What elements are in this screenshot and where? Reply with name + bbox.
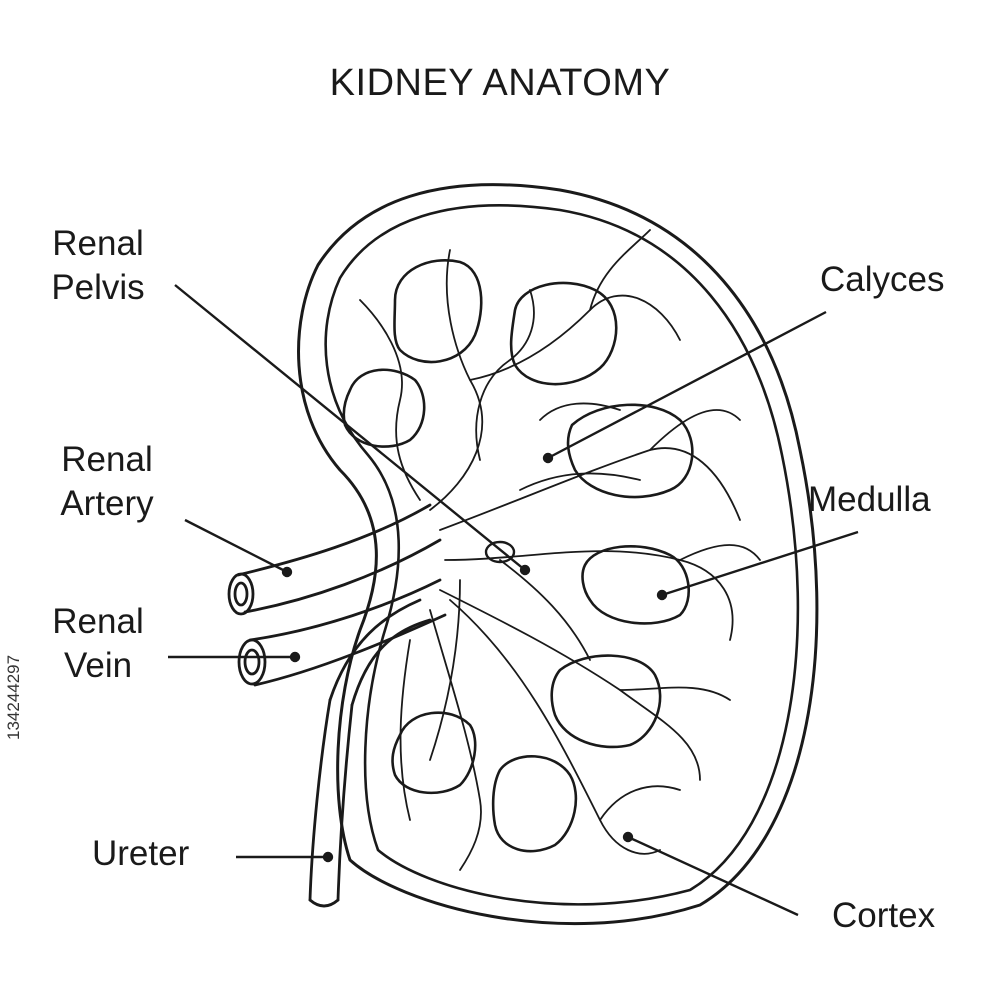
label-ureter: Ureter: [92, 834, 190, 873]
label-renal-pelvis-line2: Pelvis: [51, 268, 145, 307]
leader-line-cortex: [627, 835, 799, 917]
leader-dot-ureter: [322, 851, 334, 863]
leader-line-medulla: [661, 530, 859, 597]
label-cortex: Cortex: [832, 896, 936, 935]
calyx-shape: [581, 545, 690, 625]
calyx-shape: [509, 281, 618, 386]
label-renal-artery: Renal Artery: [48, 438, 166, 526]
renal-pelvis-shape: [484, 540, 516, 564]
calyx-shape: [342, 368, 426, 448]
calyx-shape: [393, 259, 483, 364]
leader-line-renal-pelvis: [174, 284, 526, 571]
kidney-capsule: [297, 183, 819, 926]
label-renal-artery-line2: Artery: [60, 484, 154, 523]
calyx-shape: [491, 755, 578, 853]
label-renal-vein-line2: Vein: [63, 646, 133, 685]
label-renal-artery-line1: Renal: [61, 440, 153, 479]
ureter-tube: [308, 598, 432, 908]
leader-dot-renal-pelvis: [519, 564, 531, 576]
label-calyces: Calyces: [820, 260, 945, 299]
leader-line-calyces: [547, 310, 827, 460]
leader-dot-medulla: [656, 589, 668, 601]
cortex-boundary: [324, 204, 800, 906]
leader-line-renal-artery: [184, 518, 288, 574]
label-renal-pelvis-line1: Renal: [52, 224, 144, 263]
leader-dot-calyces: [542, 452, 554, 464]
renal-vein-vessel: [237, 578, 447, 687]
label-renal-pelvis: Renal Pelvis: [48, 222, 148, 310]
calyx-shape: [550, 654, 662, 749]
stock-id: 134244297: [4, 654, 23, 740]
label-renal-vein-line1: Renal: [52, 602, 144, 641]
leader-dot-renal-vein: [289, 651, 301, 663]
leader-dot-renal-artery: [281, 566, 293, 578]
calyx-shape: [391, 711, 477, 795]
label-medulla: Medulla: [808, 480, 931, 519]
leader-dot-cortex: [622, 831, 634, 843]
renal-artery-vessel: [227, 503, 442, 616]
calyx-shape: [566, 403, 694, 499]
diagram-title: KIDNEY ANATOMY: [329, 62, 671, 104]
label-renal-vein: Renal Vein: [48, 600, 148, 688]
calyx-shapes: [342, 259, 694, 853]
